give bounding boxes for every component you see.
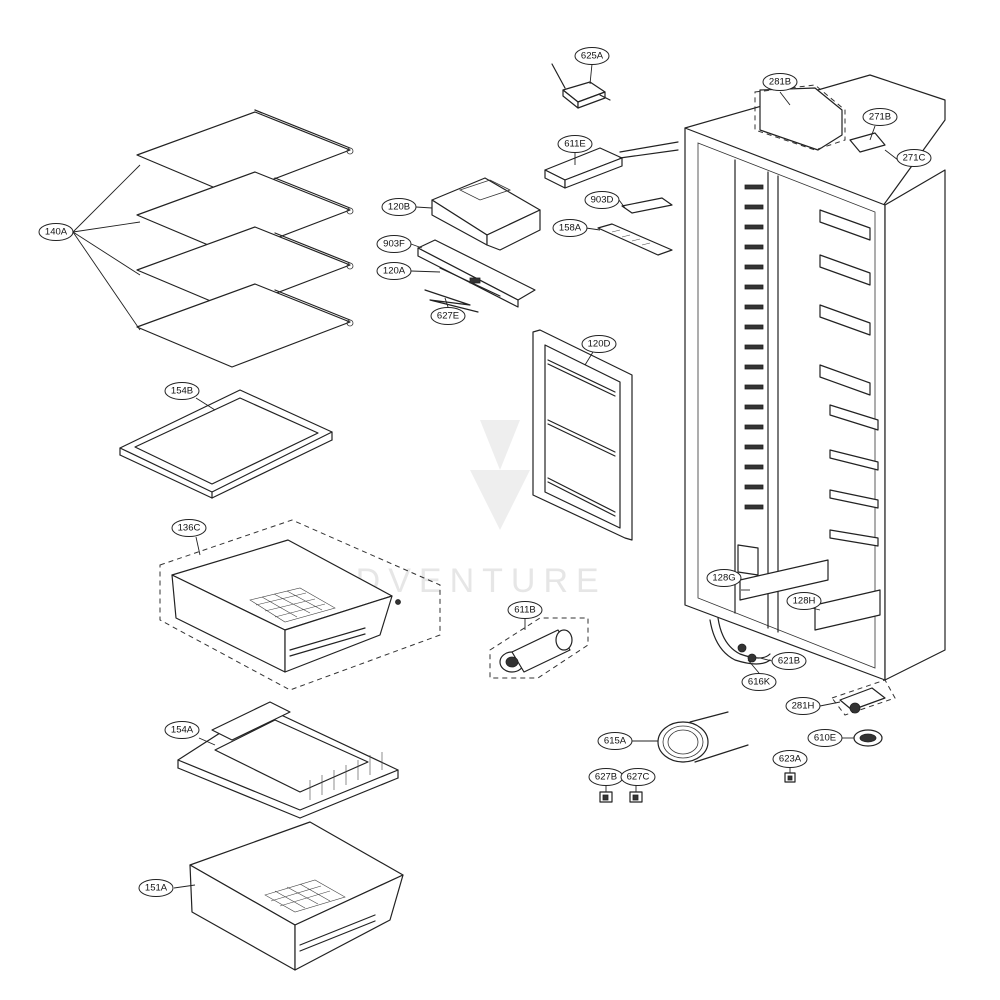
part-611E — [544, 141, 679, 189]
glass-shelf-2 — [136, 171, 354, 256]
callout-627C: 627C — [620, 768, 656, 786]
callout-label-154A: 154A — [171, 725, 194, 736]
part-627E — [424, 289, 479, 313]
callout-label-903F: 903F — [383, 239, 405, 250]
part-610E — [853, 729, 883, 747]
part-281H — [831, 679, 896, 716]
cabinet-rails — [744, 184, 764, 510]
callout-616K: 616K — [741, 673, 777, 691]
callout-label-151A: 151A — [145, 883, 168, 894]
shelf-frame-154B — [119, 389, 333, 499]
leader-lines — [173, 63, 899, 889]
callout-label-128H: 128H — [793, 596, 816, 607]
callout-label-154B: 154B — [171, 386, 193, 397]
callout-151A: 151A — [138, 879, 174, 897]
drawer-151A — [189, 821, 404, 971]
leaders-140A — [72, 164, 141, 331]
callout-label-271C: 271C — [903, 153, 926, 164]
callout-120A: 120A — [376, 262, 412, 280]
callout-625A: 625A — [574, 47, 610, 65]
cabinet-shelf-supports — [819, 209, 879, 547]
callout-611E: 611E — [557, 135, 593, 153]
callout-903F: 903F — [376, 235, 412, 253]
part-611B — [489, 617, 589, 679]
callout-label-128G: 128G — [712, 573, 735, 584]
callout-label-281H: 281H — [792, 701, 815, 712]
callout-label-627E: 627E — [437, 311, 459, 322]
callout-281B: 281B — [762, 73, 798, 91]
part-623A — [784, 772, 796, 783]
part-120B — [431, 177, 541, 251]
callout-158A: 158A — [552, 219, 588, 237]
callout-label-120D: 120D — [588, 339, 611, 350]
callout-271B: 271B — [862, 108, 898, 126]
callout-label-621B: 621B — [778, 656, 800, 667]
part-120A — [417, 239, 536, 308]
callout-136C: 136C — [171, 519, 207, 537]
glass-shelf-1 — [136, 109, 354, 196]
part-625A — [551, 63, 611, 109]
callout-610E: 610E — [807, 729, 843, 747]
part-627C — [629, 791, 643, 803]
glass-shelf-3 — [136, 226, 354, 311]
callout-154A: 154A — [164, 721, 200, 739]
callout-label-623A: 623A — [779, 754, 802, 765]
callout-label-281B: 281B — [769, 77, 791, 88]
part-158A — [597, 223, 673, 256]
callout-label-627C: 627C — [627, 772, 650, 783]
drawer-cover-154A — [177, 701, 399, 819]
callout-label-120A: 120A — [383, 266, 406, 277]
callout-label-610E: 610E — [814, 733, 836, 744]
callout-903D: 903D — [584, 191, 620, 209]
callout-627B: 627B — [588, 768, 624, 786]
part-627B — [599, 791, 613, 803]
callout-623A: 623A — [772, 750, 808, 768]
callout-label-611E: 611E — [564, 139, 585, 150]
callout-128G: 128G — [706, 569, 742, 587]
callout-label-616K: 616K — [748, 677, 771, 688]
callout-621B: 621B — [771, 652, 807, 670]
callout-154B: 154B — [164, 382, 200, 400]
callout-611B: 611B — [507, 601, 543, 619]
callout-label-158A: 158A — [559, 223, 582, 234]
callout-281H: 281H — [785, 697, 821, 715]
part-903D — [621, 197, 673, 214]
callout-label-140A: 140A — [45, 227, 68, 238]
crisper-drawer-136C — [159, 519, 441, 691]
callout-140A: 140A — [38, 223, 74, 241]
callout-label-627B: 627B — [595, 772, 617, 783]
callout-label-120B: 120B — [388, 202, 410, 213]
callout-128H: 128H — [786, 592, 822, 610]
callout-615A: 615A — [597, 732, 633, 750]
callout-271C: 271C — [896, 149, 932, 167]
part-615A — [657, 711, 749, 763]
callout-label-611B: 611B — [514, 605, 535, 616]
callout-120B: 120B — [381, 198, 417, 216]
callout-label-625A: 625A — [581, 51, 604, 62]
callout-label-903D: 903D — [591, 195, 614, 206]
part-120D — [532, 329, 633, 541]
callout-label-271B: 271B — [869, 112, 891, 123]
callout-label-136C: 136C — [178, 523, 201, 534]
callout-120D: 120D — [581, 335, 617, 353]
glass-shelf-4 — [136, 283, 354, 368]
callout-627E: 627E — [430, 307, 466, 325]
callout-label-615A: 615A — [604, 736, 627, 747]
